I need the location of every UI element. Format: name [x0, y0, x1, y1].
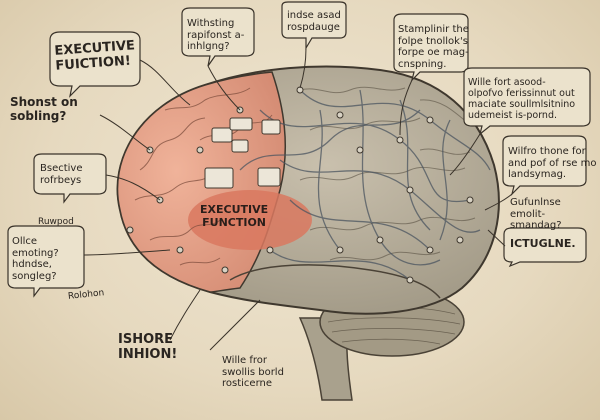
bubble-ollce	[7, 225, 85, 298]
label-ruwpod: Ruwpod	[38, 217, 74, 227]
bubble-wille-right	[463, 67, 591, 136]
label-ishore: ISHORE INHION!	[118, 332, 178, 362]
bubble-ictuglne	[503, 227, 587, 268]
bubble-withsting	[181, 7, 255, 67]
label-ictuglne: ICTUGLNE.	[510, 237, 576, 250]
label-executive-function-center: EXECUTIVE FUNCTION	[200, 203, 269, 229]
bubble-stamplinir	[393, 13, 469, 82]
bubble-wilfro	[502, 135, 587, 196]
label-stamplinir: Stamplinir the folpe tnollok's forpe oe …	[398, 24, 469, 70]
label-shonst: Shonst on sobling?	[10, 95, 78, 123]
label-indse: indse asad rospdauge	[287, 10, 341, 33]
bubble-indse	[281, 1, 347, 51]
label-ollce: Ollce emoting? hdndse, songleg?	[12, 236, 59, 282]
label-gufunlnse: Gufunlnse emolit- smandag?	[510, 197, 562, 231]
label-withsting: Withsting rapifonst a- inhlgng?	[187, 18, 245, 52]
bubble-exec-top	[49, 31, 141, 98]
label-wilfro: Wilfro thone for and pof of rse mo lands…	[508, 146, 597, 180]
label-wille-right: Wille fort asood- olpofvo ferissinnut ou…	[468, 77, 576, 121]
label-wille-bottom: Wille fror swollis borld rosticerne	[222, 355, 284, 389]
label-executive-function-top: EXECUTIVE FUICTION!	[53, 38, 136, 74]
label-bsective: Bsective rofrbeys	[40, 163, 83, 186]
executive-region	[188, 190, 312, 250]
bubble-bsective	[33, 153, 107, 204]
